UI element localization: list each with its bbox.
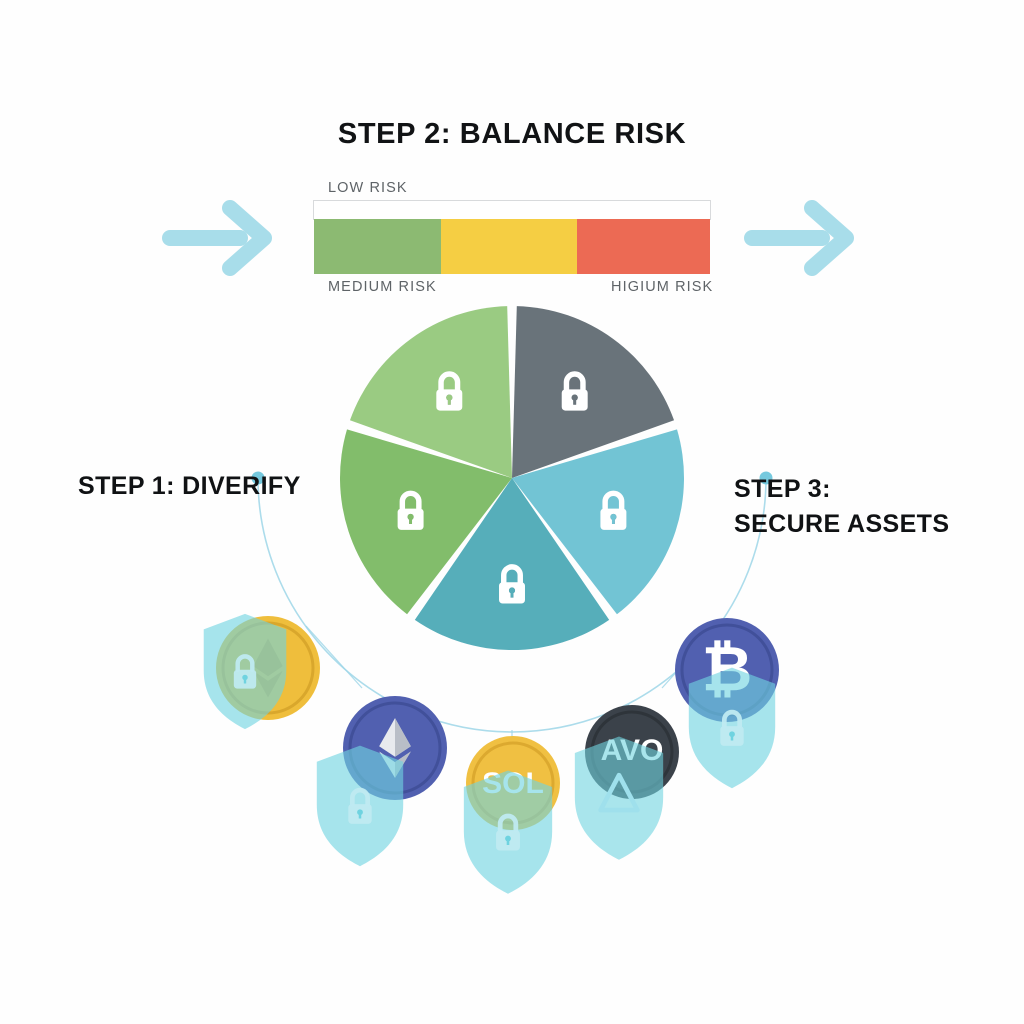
arrow-right-icon-right: [742, 200, 864, 281]
risk-segment-low: [314, 219, 441, 274]
step-3-label: STEP 3: SECURE ASSETS: [734, 472, 949, 541]
step-3-line-1: STEP 3:: [734, 475, 831, 503]
pie-slice-teal: [414, 478, 610, 650]
risk-meter-segments: [314, 219, 710, 274]
asset-coin-btc: ₿: [675, 618, 779, 788]
lock-keyhole: [571, 394, 578, 405]
shield-lock-icon-sol: [464, 770, 552, 893]
arrow-right-icon-left: [160, 200, 282, 281]
portfolio-pie-chart: [322, 288, 702, 673]
asset-coin-eth-blue: [317, 696, 447, 866]
pie-slice-dark-slate: [512, 306, 675, 478]
asset-coin-eth-gold: [204, 614, 320, 729]
pie-slice-light-green: [349, 306, 512, 478]
lock-keyhole: [610, 513, 617, 524]
pie-lock-icons: [398, 374, 627, 603]
risk-label-low: LOW RISK: [328, 180, 408, 196]
pie-slice-light-teal: [512, 429, 684, 615]
pie-slice-green: [340, 429, 512, 615]
lock-keyhole: [508, 587, 516, 598]
risk-meter: [313, 200, 711, 275]
risk-segment-high: [577, 219, 710, 274]
page-title: STEP 2: BALANCE RISK: [337, 118, 687, 150]
risk-label-medium: MEDIUM RISK: [328, 279, 437, 295]
asset-coin-avo: AVO: [574, 705, 679, 860]
risk-segment-medium: [440, 219, 578, 274]
step-1-label: STEP 1: DIVERIFY: [78, 472, 301, 500]
shield-lock-icon-eth-blue: [317, 746, 403, 867]
step-3-line-2: SECURE ASSETS: [734, 509, 950, 538]
asset-coin-sol: SOL: [464, 736, 560, 894]
risk-meter-track: [313, 200, 711, 220]
shield-lock-icon-avo: [574, 736, 664, 860]
arc-endpoint-dot-right: [759, 471, 773, 485]
asset-coin-cluster: SOL AVO ₿: [200, 600, 824, 925]
pie-slice-group: [340, 306, 684, 650]
risk-label-high: HIGIUM RISK: [611, 279, 714, 295]
lock-keyhole: [407, 513, 414, 524]
arc-endpoint-dot-left: [251, 471, 265, 485]
lock-keyhole: [446, 394, 453, 405]
shield-lock-icon-btc: [689, 668, 775, 789]
